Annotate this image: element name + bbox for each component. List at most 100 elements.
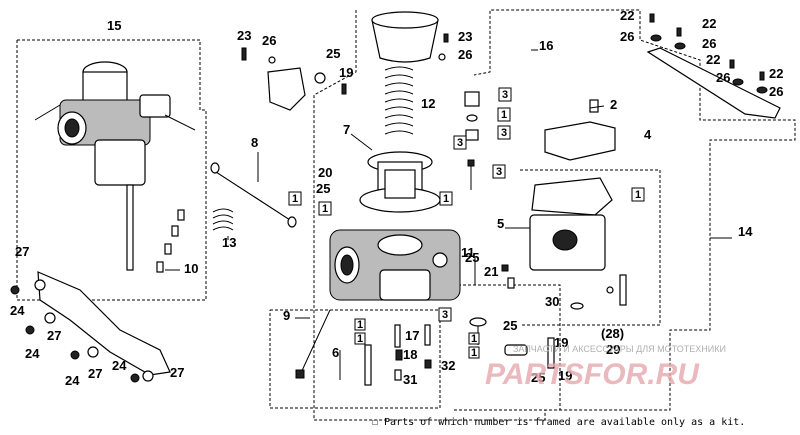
- callout-c27a: 27: [15, 244, 29, 259]
- callout-c24d: 24: [112, 358, 127, 373]
- callout-c26d: 26: [702, 36, 716, 51]
- callout-c27b: 27: [47, 328, 61, 343]
- kit-marker-frame: [468, 332, 480, 345]
- kit-marker-sb4: 1: [471, 347, 477, 359]
- callout-c1d: 1: [322, 203, 328, 215]
- callout-c14: 14: [738, 224, 753, 239]
- coil-spring: [384, 66, 414, 135]
- callout-c31: 31: [403, 372, 417, 387]
- callout-c1c: 1: [292, 193, 298, 205]
- callout-c22a: 22: [620, 8, 634, 23]
- callout-c3e: 3: [442, 309, 448, 321]
- callout-c29: 29: [606, 342, 620, 357]
- watermark-tagline: ЗАПЧАСТИ И АКСЕССУАРЫ ДЛЯ МОТОТЕХНИКИ: [513, 344, 726, 354]
- callout-c25c: 25: [465, 250, 479, 265]
- callout-c30: 30: [545, 294, 559, 309]
- callout-c4: 4: [644, 127, 652, 142]
- group-outlines: [16, 9, 796, 421]
- kit-frame-c1c: [288, 191, 302, 206]
- callout-c25d: 25: [503, 318, 517, 333]
- float-chamber-5: [505, 177, 627, 306]
- callout-c17: 17: [405, 328, 419, 343]
- kit-frame-c1b: [631, 187, 645, 202]
- kit-frame-c3a: [498, 87, 512, 102]
- callout-c24b: 24: [25, 346, 40, 361]
- callout-c22d: 22: [769, 66, 783, 81]
- callout-c1e: 1: [443, 193, 449, 205]
- callout-c25b: 25: [316, 181, 330, 196]
- callout-c3a: 3: [502, 89, 508, 101]
- callout-c26e: 26: [716, 70, 730, 85]
- callout-c25a: 25: [326, 46, 340, 61]
- outline-group-16: [313, 9, 796, 421]
- callout-c24c: 24: [65, 373, 80, 388]
- callout-c28: (28): [601, 326, 624, 341]
- callout-c18: 18: [403, 347, 417, 362]
- kit-marker-frame: [354, 332, 366, 345]
- callout-c10: 10: [184, 261, 198, 276]
- callout-c2: 2: [610, 97, 617, 112]
- callout-c22c: 22: [706, 52, 720, 67]
- jets-17-18-31-32: [394, 324, 432, 381]
- callout-c26f: 26: [769, 84, 783, 99]
- outline-group-11: [453, 284, 561, 411]
- callout-c27d: 27: [170, 365, 184, 380]
- kit-frame-c3c: [453, 135, 467, 150]
- carburetor-body: [329, 229, 461, 301]
- callout-c3d: 3: [496, 166, 502, 178]
- bracket-and-screws: [241, 47, 347, 111]
- callout-c26c: 26: [620, 29, 634, 44]
- callout-c3c: 3: [457, 137, 463, 149]
- kit-footnote: ☐ Parts of which number is framed are av…: [372, 417, 745, 428]
- callout-c16: 16: [539, 38, 553, 53]
- callout-c32: 32: [441, 358, 455, 373]
- callout-c15: 15: [107, 18, 121, 33]
- callout-c3b: 3: [501, 127, 507, 139]
- vacuum-piston-7: [350, 133, 441, 213]
- kit-marker-frame: [354, 318, 366, 331]
- outline-group-5: [520, 169, 661, 326]
- callout-c19b: 19: [554, 335, 568, 350]
- callout-c20: 20: [318, 165, 332, 180]
- callout-c1b: 1: [635, 189, 641, 201]
- fuel-tube-8: [210, 152, 297, 228]
- kit-marker-sb3: 1: [471, 333, 477, 345]
- callout-c22b: 22: [702, 16, 716, 31]
- kit-frame-c3e: [438, 307, 452, 322]
- callout-c12: 12: [421, 96, 435, 111]
- kit-marker-frame: [468, 346, 480, 359]
- callout-c27c: 27: [88, 366, 102, 381]
- kit-marker-sb2: 1: [357, 333, 363, 345]
- callout-c5: 5: [497, 216, 504, 231]
- outline-group-9: [269, 309, 441, 409]
- callout-c25e: 25: [531, 370, 545, 385]
- carburetor-assembly-15: [34, 61, 196, 271]
- kit-frame-c3d: [492, 164, 506, 179]
- callout-c19c: 19: [558, 368, 572, 383]
- callout-c11: 11: [461, 245, 475, 260]
- callout-c8: 8: [251, 135, 258, 150]
- callout-c19a: 19: [339, 65, 353, 80]
- callout-c6: 6: [332, 345, 339, 360]
- kit-frame-c1a: [497, 107, 511, 122]
- kit-frame-c3b: [497, 125, 511, 140]
- watermark-brand: PARTSFOR.RU: [485, 358, 700, 391]
- callout-c23b: 23: [458, 29, 472, 44]
- kit-marker-sb1: 1: [357, 319, 363, 331]
- kit-frame-c1d: [318, 201, 332, 216]
- outline-group-15: [16, 39, 207, 301]
- spring-13: [212, 208, 234, 240]
- callout-c26b: 26: [458, 47, 472, 62]
- callout-c9: 9: [283, 308, 290, 323]
- screw-set-9-6: [295, 309, 372, 386]
- callout-c13: 13: [222, 235, 236, 250]
- callout-c7: 7: [343, 122, 350, 137]
- kit-markers: 1 1 1 1: [354, 318, 480, 359]
- watermark: ЗАПЧАСТИ И АКСЕССУАРЫ ДЛЯ МОТОТЕХНИКИ PA…: [485, 344, 726, 391]
- parts-set-10: [156, 209, 185, 273]
- callout-c1a: 1: [501, 109, 507, 121]
- float-valve-2-4: [544, 99, 616, 161]
